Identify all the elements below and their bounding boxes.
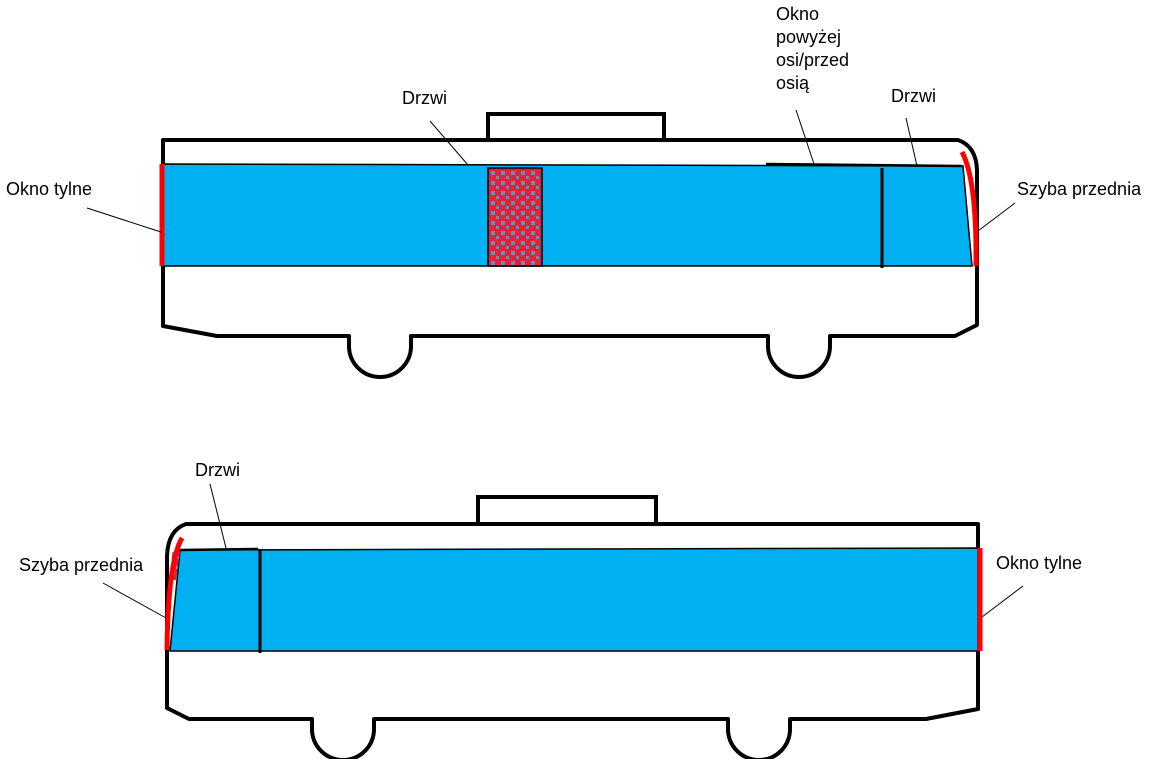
bus-top-middle-door bbox=[487, 167, 543, 267]
bus-top-axle-window-label-line4: osią bbox=[776, 73, 810, 93]
bus-top-window-band bbox=[162, 163, 973, 267]
bus-bottom-windshield-leader bbox=[102, 582, 167, 619]
bus-top-axle-window-label-line2: powyżej bbox=[776, 27, 841, 47]
bus-top-axle-window-label-line1: Okno bbox=[776, 4, 819, 24]
bus-bottom-front-door-leader bbox=[209, 483, 227, 549]
bus-bottom-windshield bbox=[164, 536, 185, 651]
bus-top: Okno tylne Drzwi Okno powyżej osi/przed … bbox=[6, 4, 1142, 379]
bus-bottom-rear-window-leader bbox=[981, 585, 1024, 618]
bus-bottom-front-door-label: Drzwi bbox=[195, 460, 240, 480]
bus-top-rear-window-leader bbox=[86, 207, 162, 233]
bus-bottom-windshield-label: Szyba przednia bbox=[19, 555, 144, 575]
bus-top-axle-window-label-line3: osi/przed bbox=[776, 50, 849, 70]
bus-top-windshield-leader bbox=[977, 202, 1016, 232]
bus-bottom-rear-window-label: Okno tylne bbox=[996, 553, 1082, 573]
bus-top-axle-window-leader bbox=[795, 109, 815, 165]
bus-top-front-door-label: Drzwi bbox=[891, 86, 936, 106]
bus-bottom: Drzwi Szyba przednia Okno tylne bbox=[19, 460, 1082, 759]
bus-bottom-window-top-edge bbox=[179, 547, 259, 552]
bus-top-rear-window-label: Okno tylne bbox=[6, 179, 92, 199]
bus-top-windshield-label: Szyba przednia bbox=[1017, 179, 1142, 199]
bus-top-roof-hatch bbox=[486, 112, 666, 140]
bus-top-middle-door-label: Drzwi bbox=[402, 88, 447, 108]
bus-top-window-top-edge bbox=[765, 162, 963, 168]
bus-top-middle-door-leader bbox=[429, 120, 469, 166]
bus-top-front-door-leader bbox=[905, 117, 918, 167]
bus-top-windshield bbox=[959, 150, 979, 267]
bus-bottom-roof-hatch bbox=[476, 495, 658, 524]
bus-bottom-window-band bbox=[169, 547, 979, 652]
